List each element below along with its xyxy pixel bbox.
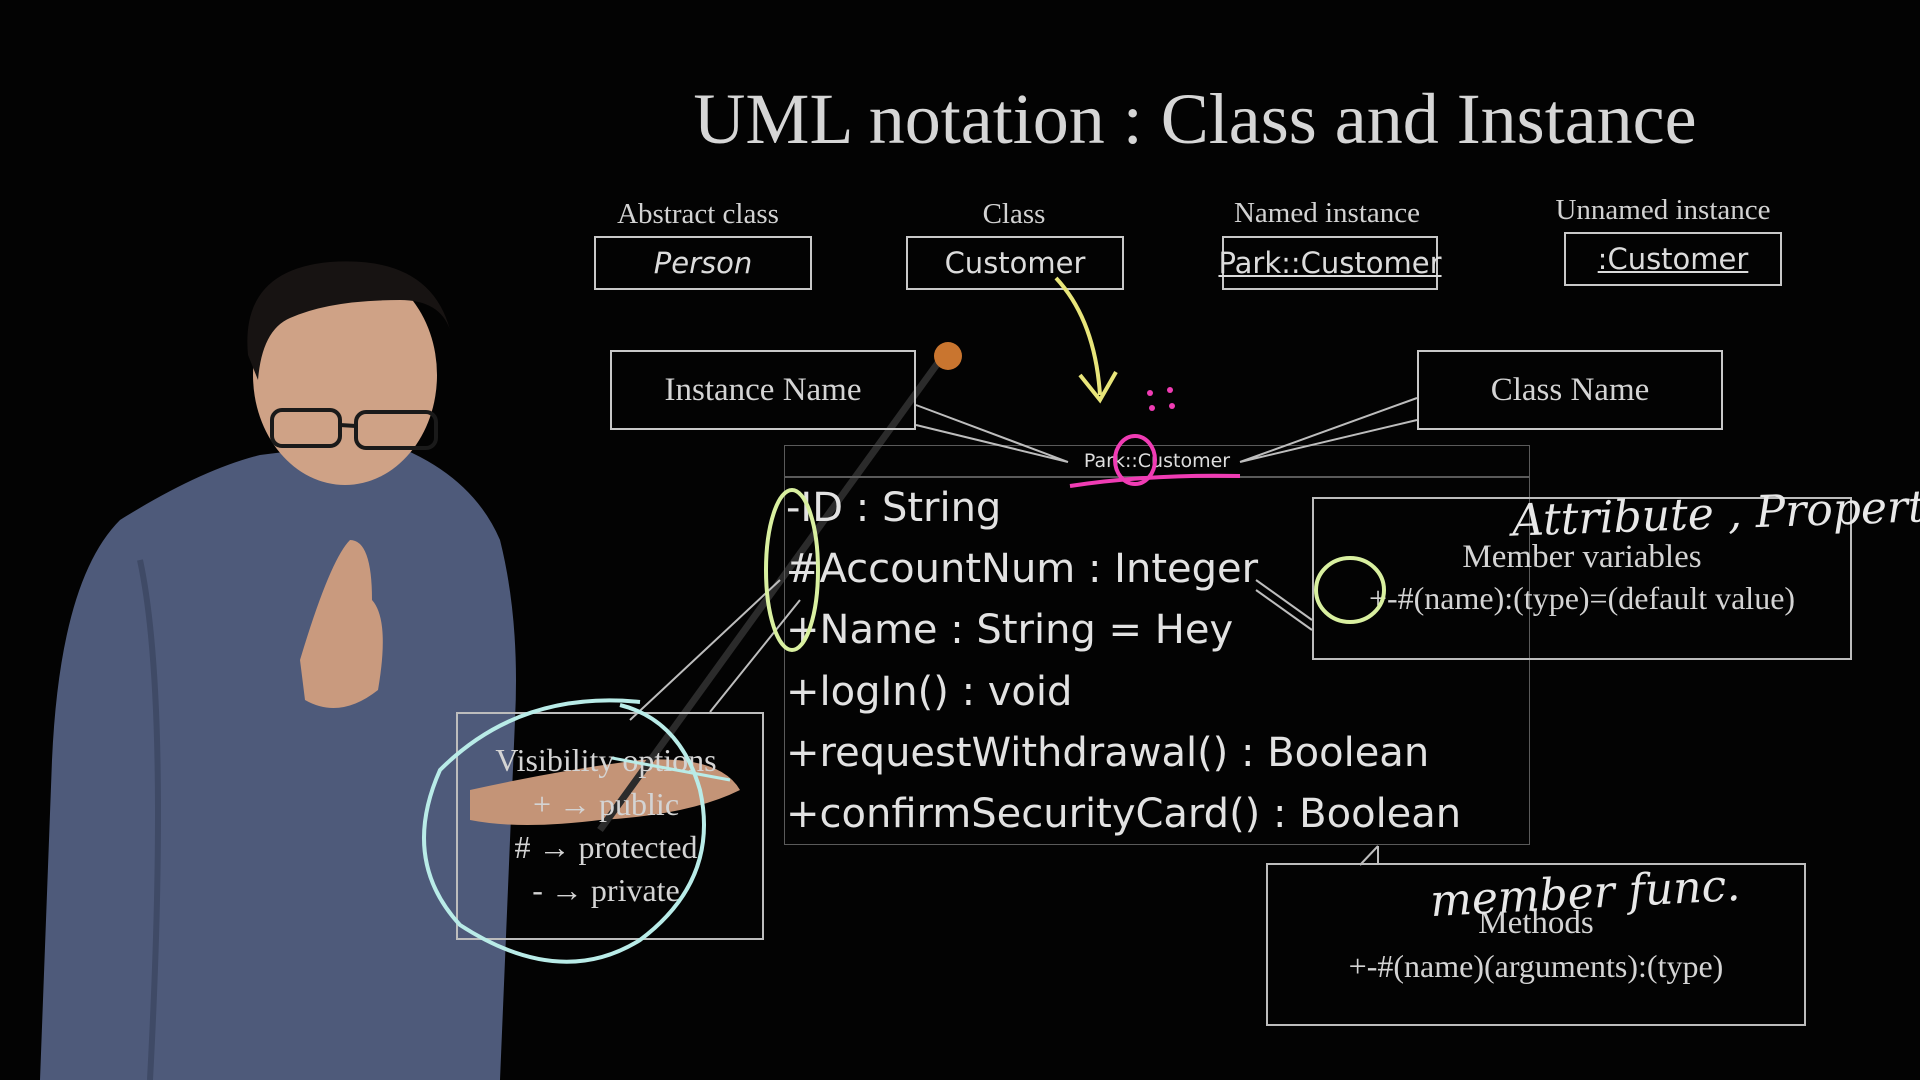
lecturer-hair bbox=[247, 261, 450, 380]
abstract-class-box: Person bbox=[594, 236, 812, 290]
named-instance-box: Park::Customer bbox=[1218, 236, 1442, 290]
lecturer-neck bbox=[300, 420, 395, 470]
marker-pen-tip bbox=[934, 342, 962, 370]
uml-method-login: +logIn() : void bbox=[786, 669, 1073, 715]
uml-attribute-name: +Name : String = Hey bbox=[786, 607, 1234, 653]
class-name-callout: Class Name bbox=[1417, 350, 1723, 430]
lecturer-shirt bbox=[40, 440, 516, 1080]
visibility-public: + → public bbox=[532, 786, 680, 822]
page-title: UML notation : Class and Instance bbox=[693, 79, 1697, 159]
visibility-pointer bbox=[629, 579, 801, 721]
caption-named-instance: Named instance bbox=[1233, 197, 1420, 229]
lecturer-hand bbox=[300, 540, 383, 708]
uml-method-confirmsecuritycard: +confirmSecurityCard() : Boolean bbox=[786, 791, 1462, 837]
visibility-private: - → private bbox=[532, 872, 680, 908]
uml-attribute-accountnum: #AccountNum : Integer bbox=[786, 546, 1259, 592]
uml-attribute-id: -ID : String bbox=[786, 485, 1002, 531]
caption-abstract-class: Abstract class bbox=[617, 198, 779, 230]
member-variables-heading: Member variables bbox=[1462, 539, 1702, 575]
member-variables-syntax: +-#(name):(type)=(default value) bbox=[1368, 580, 1796, 616]
unnamed-instance-box: :Customer bbox=[1564, 232, 1782, 286]
handwritten-attribute-property: Attribute , Property bbox=[1511, 480, 1920, 547]
uml-method-requestwithdrawal: +requestWithdrawal() : Boolean bbox=[786, 730, 1430, 776]
class-box: Customer bbox=[906, 236, 1124, 290]
instance-name-callout: Instance Name bbox=[610, 350, 916, 430]
lecturer-head bbox=[253, 265, 437, 485]
methods-syntax: +-#(name)(arguments):(type) bbox=[1348, 948, 1724, 984]
methods-heading: Methods bbox=[1478, 905, 1594, 941]
visibility-heading: Visibility options bbox=[495, 742, 717, 778]
visibility-protected: # → protected bbox=[514, 829, 698, 865]
member-variables-box: Member variables +-#(name):(type)=(defau… bbox=[1312, 497, 1852, 660]
methods-box: Methods +-#(name)(arguments):(type) bbox=[1266, 863, 1806, 1026]
uml-class-header: Park::Customer bbox=[784, 445, 1530, 477]
caption-class: Class bbox=[982, 198, 1046, 230]
yellow-arrow bbox=[1054, 276, 1118, 404]
caption-unnamed-instance: Unnamed instance bbox=[1555, 194, 1771, 226]
